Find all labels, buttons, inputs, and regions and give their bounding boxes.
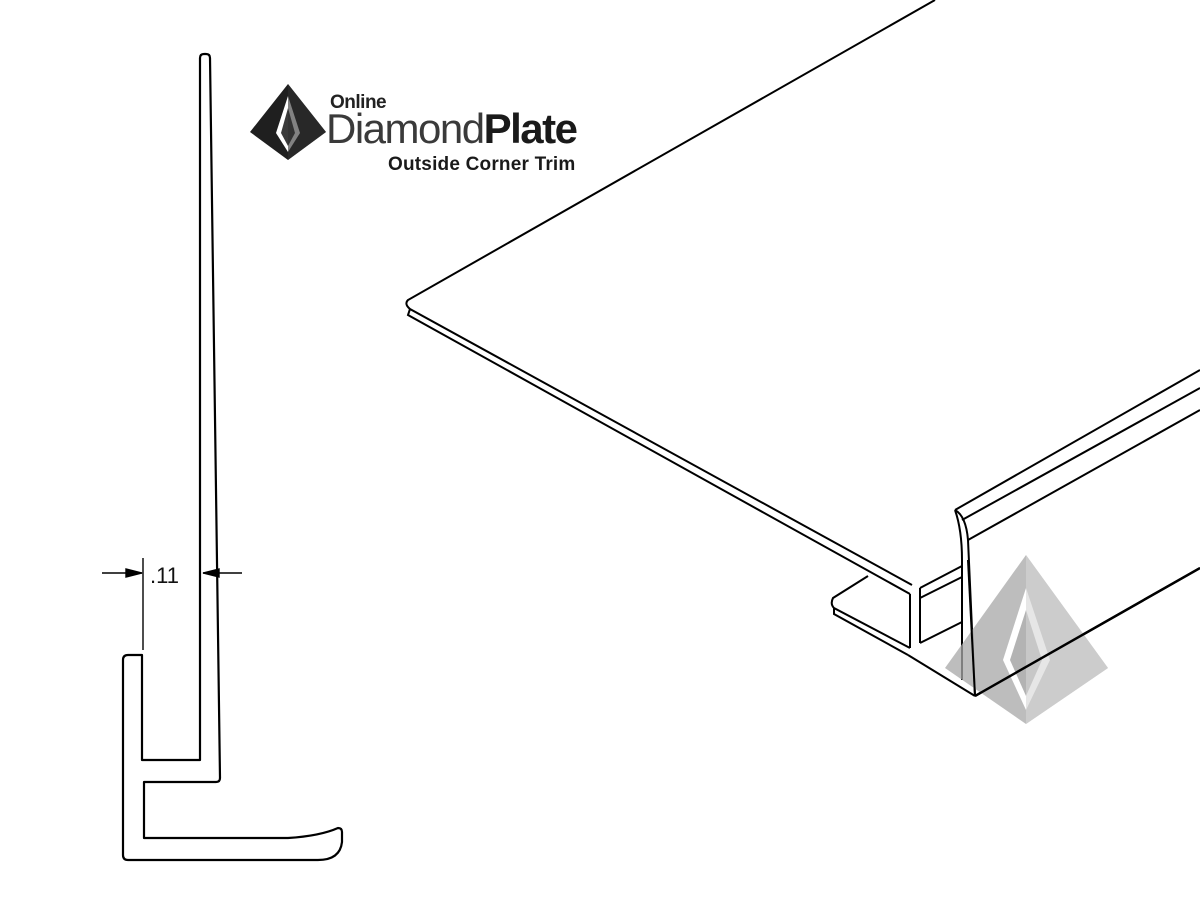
logo-wordmark: DiamondPlate xyxy=(326,105,578,152)
logo-diamond-icon xyxy=(250,84,326,160)
isometric-view xyxy=(405,0,1200,698)
product-title: Outside Corner Trim xyxy=(388,154,576,175)
watermark-diamond-icon xyxy=(945,555,1108,724)
brand-logo: Online DiamondPlate Outside Corner Trim xyxy=(250,80,610,180)
profile-fin xyxy=(121,52,344,862)
logo-word-plate: Plate xyxy=(483,105,578,152)
logo-online-text: Online xyxy=(330,92,387,113)
dimension-annotation xyxy=(102,558,242,650)
dimension-label: .11 xyxy=(150,563,179,588)
profile-cross-section xyxy=(121,52,344,862)
logo-word-diamond: Diamond xyxy=(326,105,485,152)
